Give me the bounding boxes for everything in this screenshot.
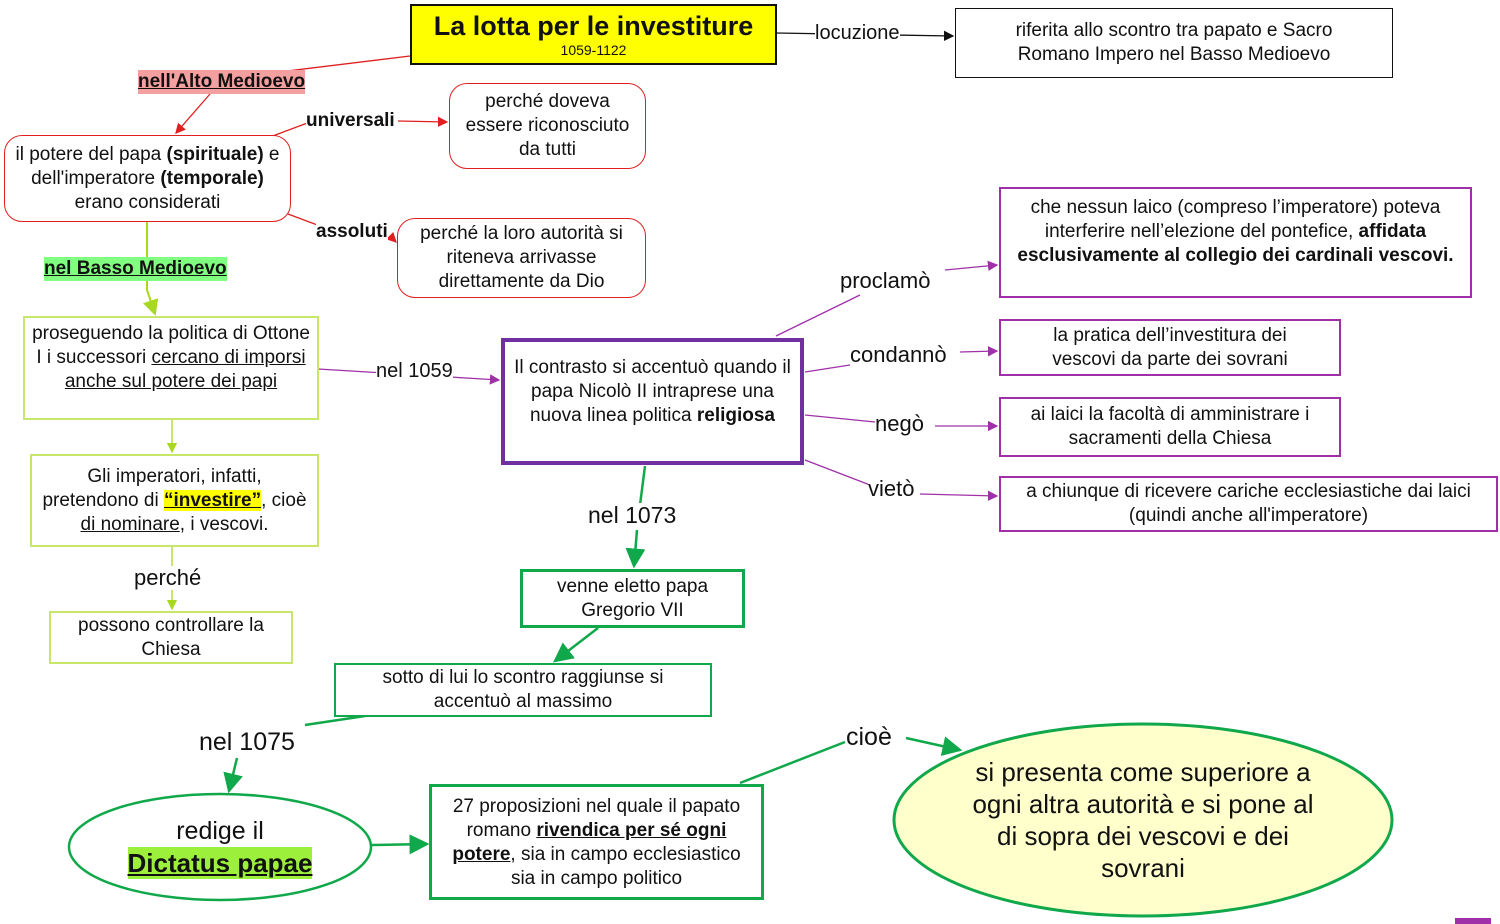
label-vieto: vietò xyxy=(868,476,915,501)
dictatus-text: redige il Dictatus papae xyxy=(127,817,313,879)
condanno-box: la pratica dell’investitura dei vescovi … xyxy=(999,319,1341,376)
label-assoluti: assoluti xyxy=(316,220,388,244)
label-nel-1075: nel 1075 xyxy=(199,728,295,756)
label-nel-1073: nel 1073 xyxy=(588,502,677,528)
corner-marker xyxy=(1455,918,1491,924)
title-box: La lotta per le investiture 1059-1122 xyxy=(410,4,777,65)
sotto-box: sotto di lui lo scontro raggiunse si acc… xyxy=(334,663,712,717)
vieto-box: a chiunque di ricevere cariche ecclesias… xyxy=(999,476,1498,532)
label-basso-medioevo: nel Basso Medioevo xyxy=(44,257,227,281)
imperatori-box: Gli imperatori, infatti, pretendono di “… xyxy=(30,454,319,547)
title: La lotta per le investiture xyxy=(433,11,754,41)
gregorio-box: venne eletto papa Gregorio VII xyxy=(520,569,745,628)
nego-box: ai laici la facoltà di amministrare i sa… xyxy=(999,397,1341,457)
label-condanno: condannò xyxy=(850,342,947,367)
label-cioe: cioè xyxy=(846,723,892,751)
proposizioni-box: 27 proposizioni nel quale il papato roma… xyxy=(429,784,764,900)
title-dates: 1059-1122 xyxy=(560,42,627,58)
label-proclamo: proclamò xyxy=(840,268,931,293)
potere-box: il potere del papa (spirituale) e dell'i… xyxy=(4,135,291,222)
label-nego: negò xyxy=(875,411,924,436)
contrasto-box: Il contrasto si accentuò quando il papa … xyxy=(501,338,804,465)
label-perche: perché xyxy=(134,565,202,590)
label-universali: universali xyxy=(306,109,395,133)
definition-box: riferita allo scontro tra papato e Sacro… xyxy=(955,8,1393,78)
label-alto-medioevo: nell'Alto Medioevo xyxy=(138,70,306,94)
assoluti-reason-box: perché la loro autorità si riteneva arri… xyxy=(397,218,646,298)
label-nel-1059: nel 1059 xyxy=(376,359,453,383)
proseguendo-box: proseguendo la politica di Ottone I i su… xyxy=(23,316,319,420)
proclamo-box: che nessun laico (compreso l’imperatore)… xyxy=(999,187,1472,298)
universali-reason-box: perché doveva essere riconosciuto da tut… xyxy=(449,83,646,169)
superiore-text: si presenta come superiore a ogni altra … xyxy=(972,757,1314,883)
superiore-ellipse xyxy=(892,722,1394,918)
possono-box: possono controllare la Chiesa xyxy=(49,611,293,664)
label-locuzione: locuzione xyxy=(815,21,900,45)
